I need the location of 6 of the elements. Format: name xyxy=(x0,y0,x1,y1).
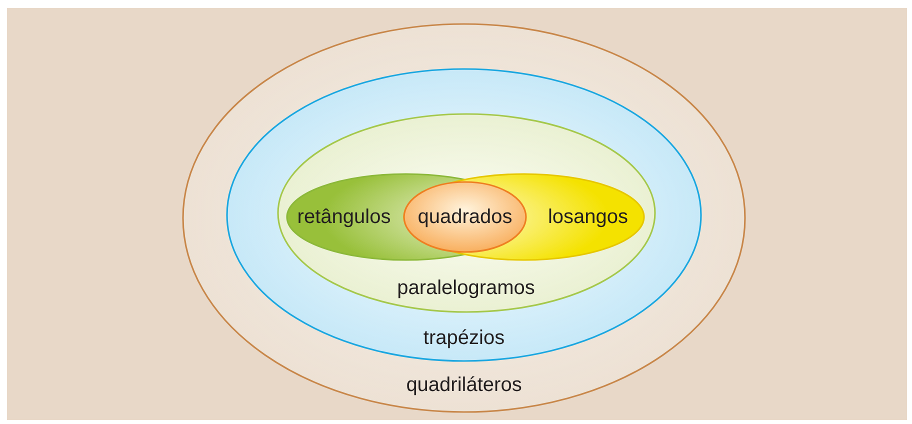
set-label: trapézios xyxy=(423,328,505,348)
set-label: retângulos xyxy=(297,207,391,227)
set-label: paralelogramos xyxy=(397,278,535,298)
set-label: losangos xyxy=(548,207,628,227)
set-label: quadriláteros xyxy=(406,375,522,395)
set-label: quadrados xyxy=(418,207,512,227)
